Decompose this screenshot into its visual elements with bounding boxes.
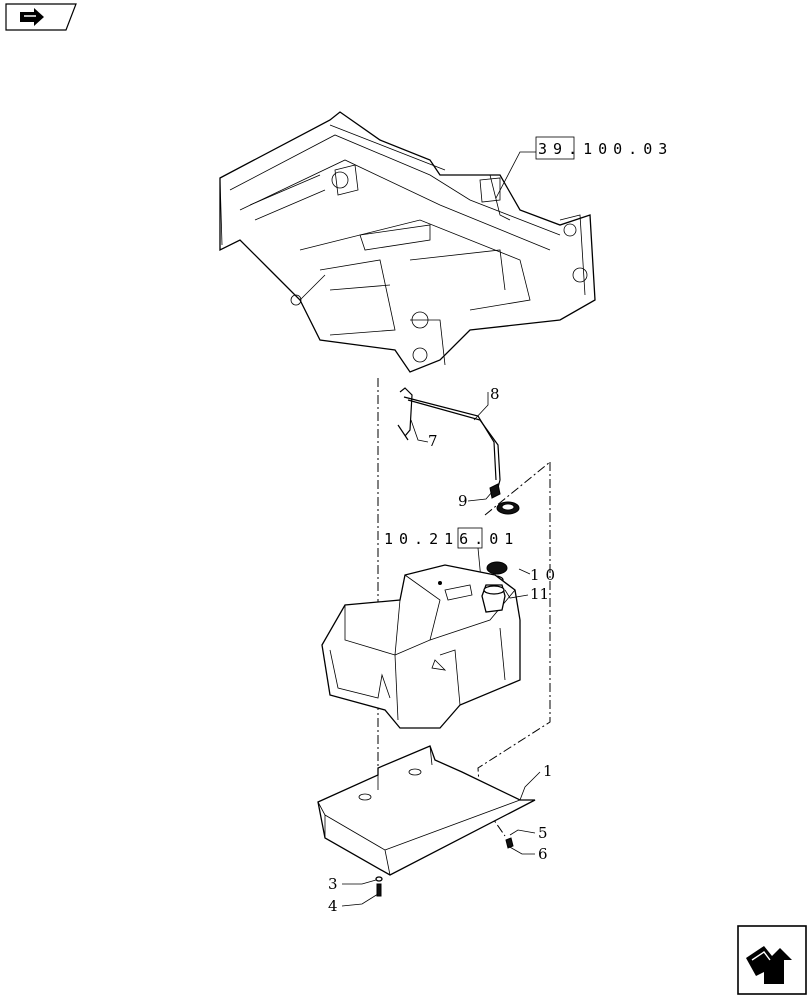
fuel-tank	[321, 564, 521, 729]
leader-lines	[341, 392, 541, 907]
callout-1: 1	[543, 762, 553, 780]
callout-3: 3	[328, 875, 338, 893]
strap-bolt	[489, 483, 501, 499]
callout-4: 4	[328, 897, 338, 915]
callout-7: 7	[428, 432, 438, 450]
assembly-line-strap	[484, 461, 551, 516]
callout-5: 5	[538, 824, 548, 842]
frame-reference-label: 39.100.03	[538, 140, 673, 158]
small-screw	[505, 837, 514, 849]
callout-8: 8	[490, 385, 500, 403]
frame-reference[interactable]: 39.100.03	[495, 136, 673, 199]
callout-labels: 7 8 9 10 11 1 5 6 3 4	[328, 385, 561, 915]
callout-11: 11	[530, 585, 549, 603]
callout-6: 6	[538, 845, 548, 863]
tank-strap	[397, 387, 501, 496]
skid-plate	[317, 745, 536, 876]
callout-9: 9	[458, 492, 468, 510]
skid-bolt	[375, 876, 383, 897]
book-arrow-icon[interactable]	[5, 3, 77, 31]
next-page-arrow-icon[interactable]	[737, 925, 807, 995]
chassis-frame	[219, 111, 596, 373]
tank-reference-label: 10.216.01	[384, 530, 519, 548]
callout-10: 10	[530, 566, 561, 584]
